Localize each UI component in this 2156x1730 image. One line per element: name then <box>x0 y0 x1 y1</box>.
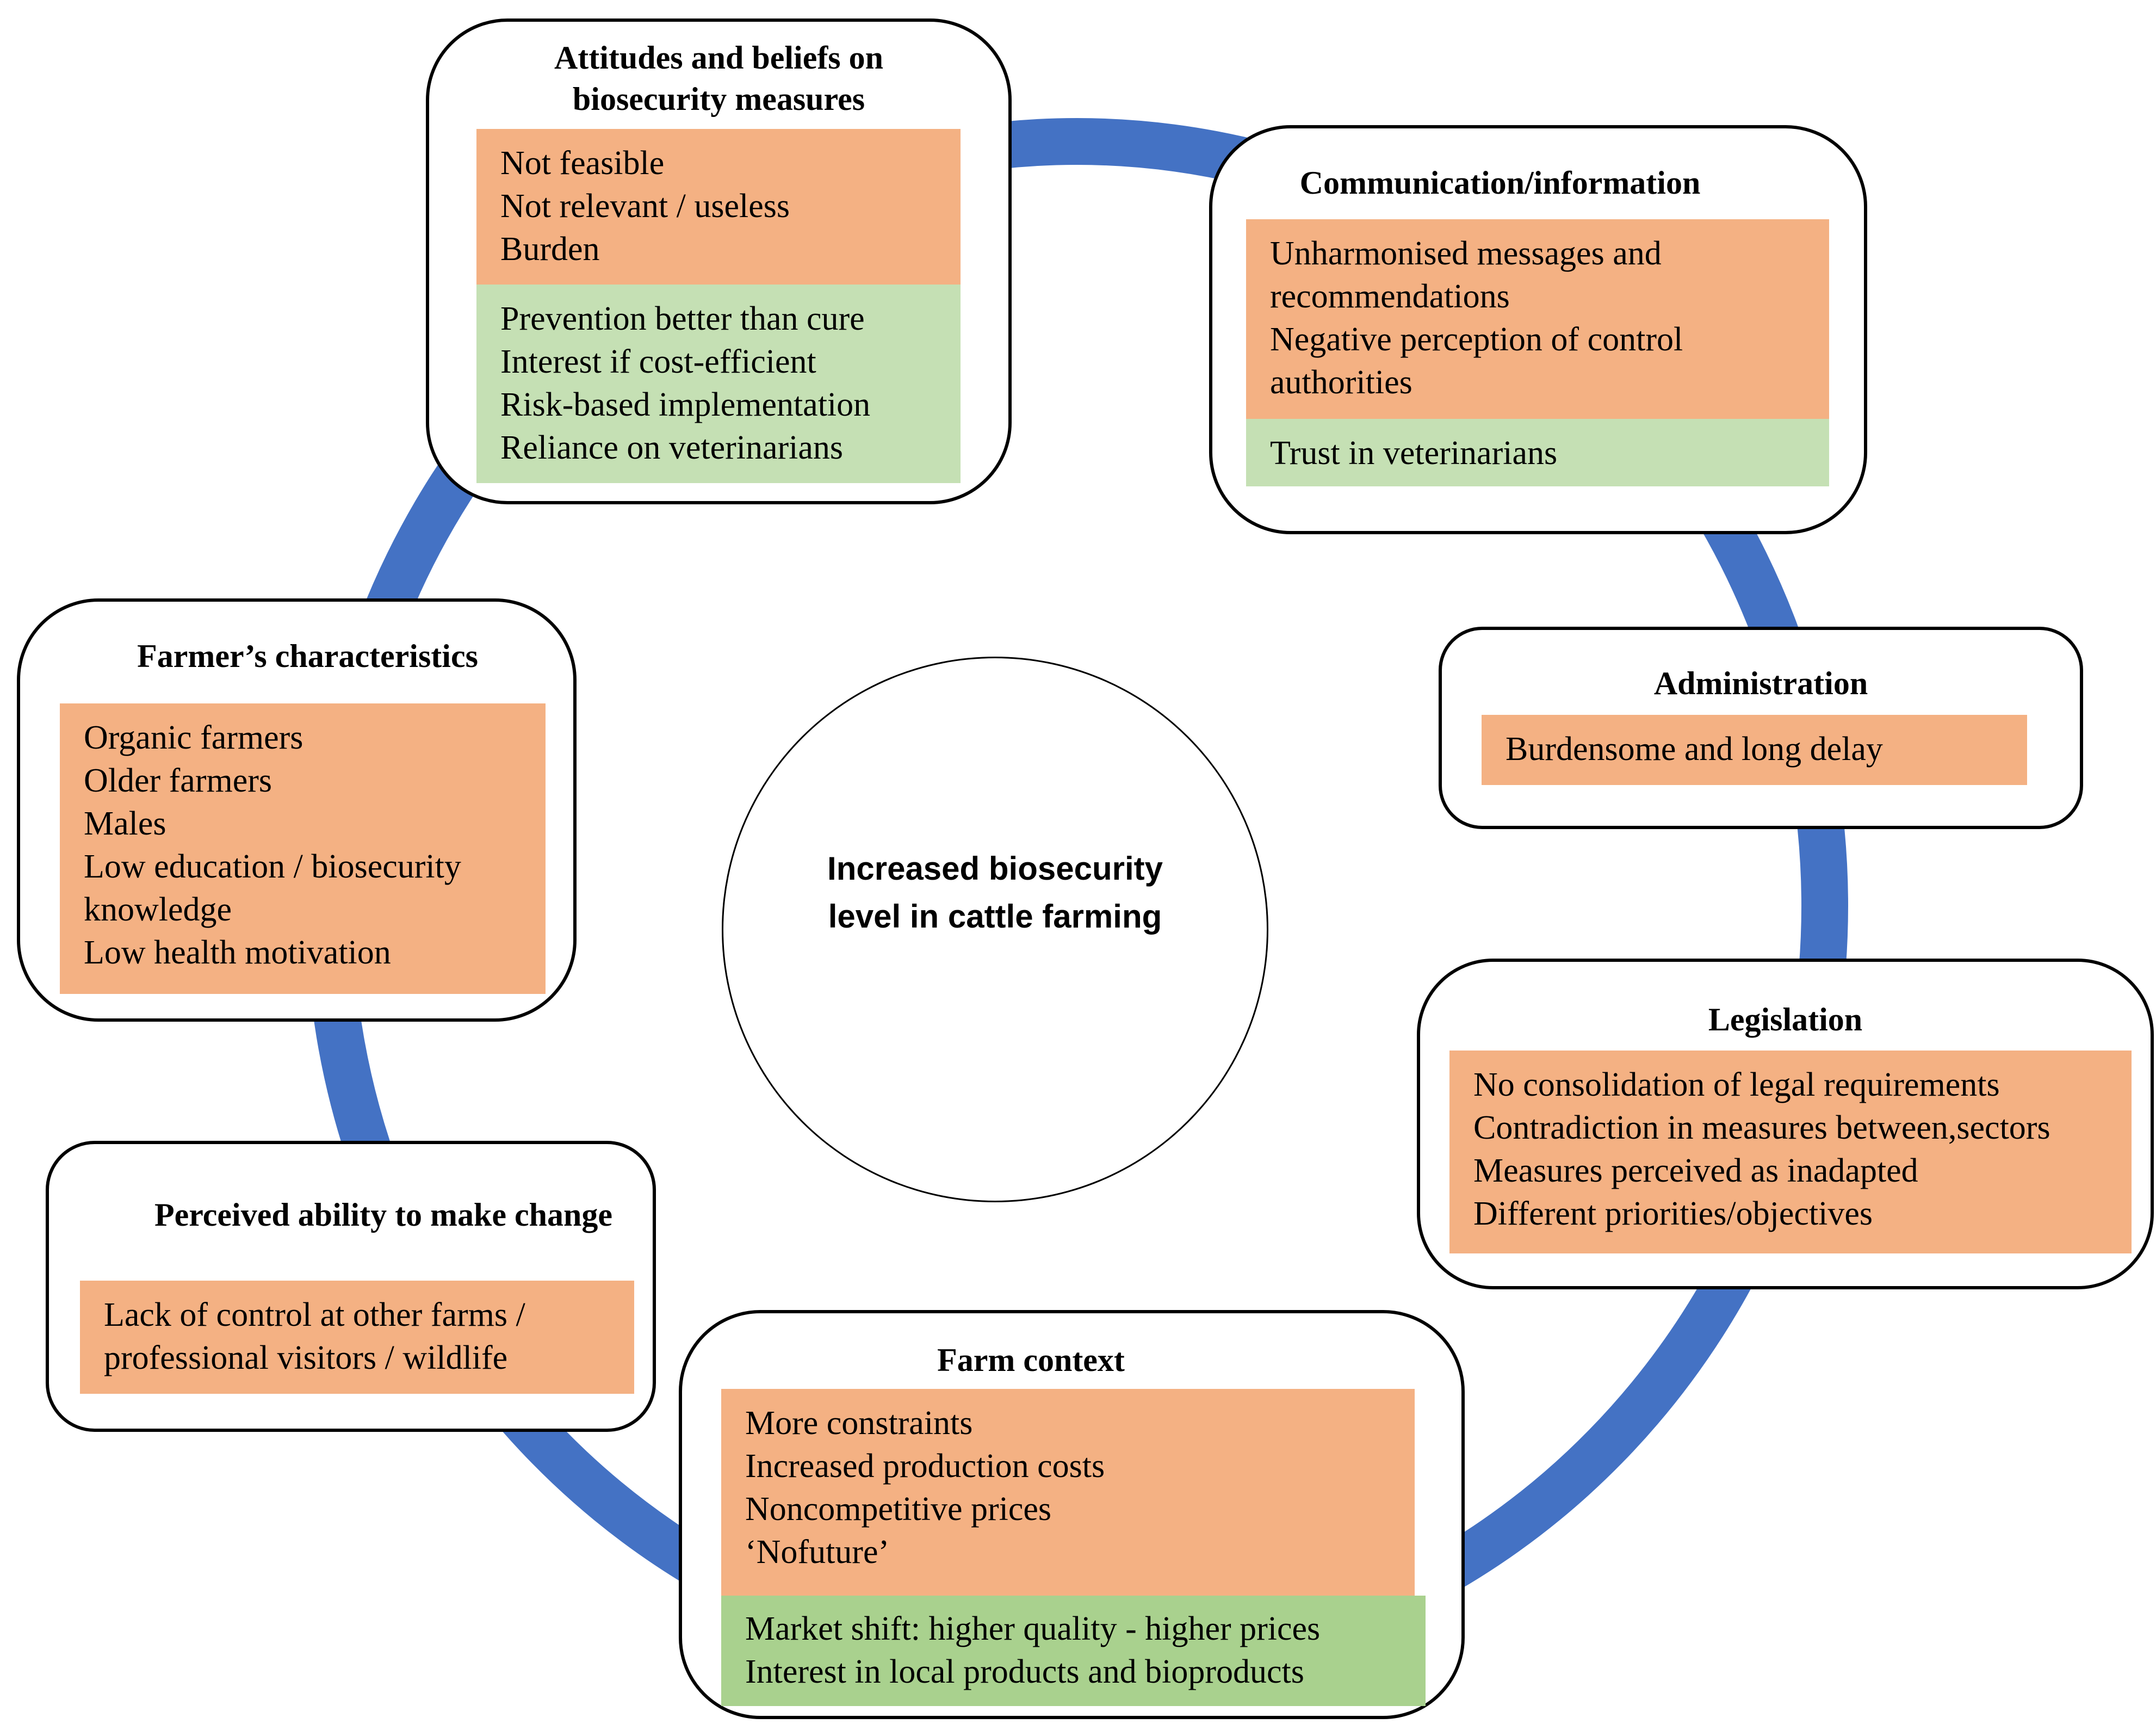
farm-context-barriers-panel: More constraints Increased production co… <box>721 1389 1415 1596</box>
attitudes-facilitators-panel: Prevention better than cure Interest if … <box>476 285 961 483</box>
communication-title: Communication/information <box>1212 162 1864 203</box>
barrier-item: Different priorities/objectives <box>1473 1195 1873 1232</box>
farmer-characteristics-title-line: Farmer’s characteristics <box>137 638 478 674</box>
attitudes-title: Attitudes and beliefs on biosecurity mea… <box>429 37 1008 120</box>
attitudes-title-line: biosecurity measures <box>572 81 865 117</box>
farm-context-facilitators-panel: Market shift: higher quality - higher pr… <box>721 1596 1426 1706</box>
administration-barriers-panel: Burdensome and long delay <box>1482 715 2027 785</box>
barrier-item: Measures perceived as inadapted <box>1473 1152 1918 1189</box>
barrier-item: Lack of control at other farms / <box>104 1296 525 1333</box>
facilitator-item: Market shift: higher quality - higher pr… <box>745 1610 1321 1647</box>
barrier-item: Noncompetitive prices <box>745 1491 1051 1528</box>
legislation-title: Legislation <box>1420 999 2151 1040</box>
barrier-item: Organic farmers <box>84 719 303 756</box>
central-goal-line: level in cattle farming <box>828 898 1162 935</box>
attitudes-title-line: Attitudes and beliefs on <box>554 40 884 76</box>
facilitator-item: Interest if cost-efficient <box>500 343 816 380</box>
farm-context-title: Farm context <box>682 1339 1461 1381</box>
communication-facilitators-panel: Trust in veterinarians <box>1246 419 1829 486</box>
barrier-item: More constraints <box>745 1405 973 1442</box>
facilitator-item: Reliance on veterinarians <box>500 429 844 466</box>
central-goal-text: Increased biosecurity level in cattle fa… <box>723 845 1267 941</box>
barrier-item: Unharmonised messages and <box>1270 235 1662 272</box>
farm-context-title-line: Farm context <box>937 1342 1125 1378</box>
barrier-item: authorities <box>1270 364 1412 401</box>
perceived-ability-title-line: Perceived ability to make change <box>154 1197 613 1233</box>
attitudes-barriers-panel: Not feasible Not relevant / useless Burd… <box>476 129 961 285</box>
communication-barriers-panel: Unharmonised messages and recommendation… <box>1246 219 1829 419</box>
barrier-item: knowledge <box>84 891 232 928</box>
barrier-item: Males <box>84 805 166 842</box>
barrier-item: Not feasible <box>500 145 665 182</box>
attitudes-box: Attitudes and beliefs on biosecurity mea… <box>426 18 1012 504</box>
central-goal-line: Increased biosecurity <box>827 850 1163 887</box>
legislation-title-line: Legislation <box>1708 1002 1863 1037</box>
central-goal-circle: Increased biosecurity level in cattle fa… <box>722 657 1268 1202</box>
barrier-item: No consolidation of legal requirements <box>1473 1066 2000 1103</box>
facilitator-item: Prevention better than cure <box>500 300 865 337</box>
barrier-item: ‘Nofuture’ <box>745 1534 890 1571</box>
administration-title: Administration <box>1442 663 2080 704</box>
barrier-item: Older farmers <box>84 762 272 799</box>
facilitator-item: Risk-based implementation <box>500 386 871 423</box>
perceived-ability-box: Perceived ability to make change Lack of… <box>46 1141 656 1432</box>
barrier-item: Not relevant / useless <box>500 188 790 225</box>
barrier-item: Negative perception of control <box>1270 321 1683 358</box>
legislation-box: Legislation No consolidation of legal re… <box>1417 959 2154 1289</box>
farmer-characteristics-box: Farmer’s characteristics Organic farmers… <box>17 598 577 1022</box>
farmer-characteristics-barriers-panel: Organic farmers Older farmers Males Low … <box>60 703 546 994</box>
communication-box: Communication/information Unharmonised m… <box>1209 125 1867 534</box>
administration-title-line: Administration <box>1653 665 1868 701</box>
barrier-item: Increased production costs <box>745 1448 1105 1485</box>
barrier-item: Low health motivation <box>84 934 391 971</box>
farm-context-box: Farm context More constraints Increased … <box>679 1310 1465 1719</box>
communication-title-line: Communication/information <box>1299 165 1701 201</box>
barrier-item: Low education / biosecurity <box>84 848 461 885</box>
barrier-item: Burdensome and long delay <box>1506 731 1883 768</box>
perceived-ability-title: Perceived ability to make change <box>49 1194 653 1235</box>
barrier-item: professional visitors / wildlife <box>104 1339 508 1376</box>
perceived-ability-barriers-panel: Lack of control at other farms / profess… <box>80 1281 634 1394</box>
barrier-item: recommendations <box>1270 278 1510 315</box>
barrier-item: Contradiction in measures between,sector… <box>1473 1109 2050 1146</box>
administration-box: Administration Burdensome and long delay <box>1439 627 2083 829</box>
legislation-barriers-panel: No consolidation of legal requirements C… <box>1449 1051 2132 1253</box>
barrier-item: Burden <box>500 231 600 268</box>
farmer-characteristics-title: Farmer’s characteristics <box>20 635 573 677</box>
facilitator-item: Interest in local products and bioproduc… <box>745 1653 1304 1690</box>
facilitator-item: Trust in veterinarians <box>1270 435 1558 472</box>
